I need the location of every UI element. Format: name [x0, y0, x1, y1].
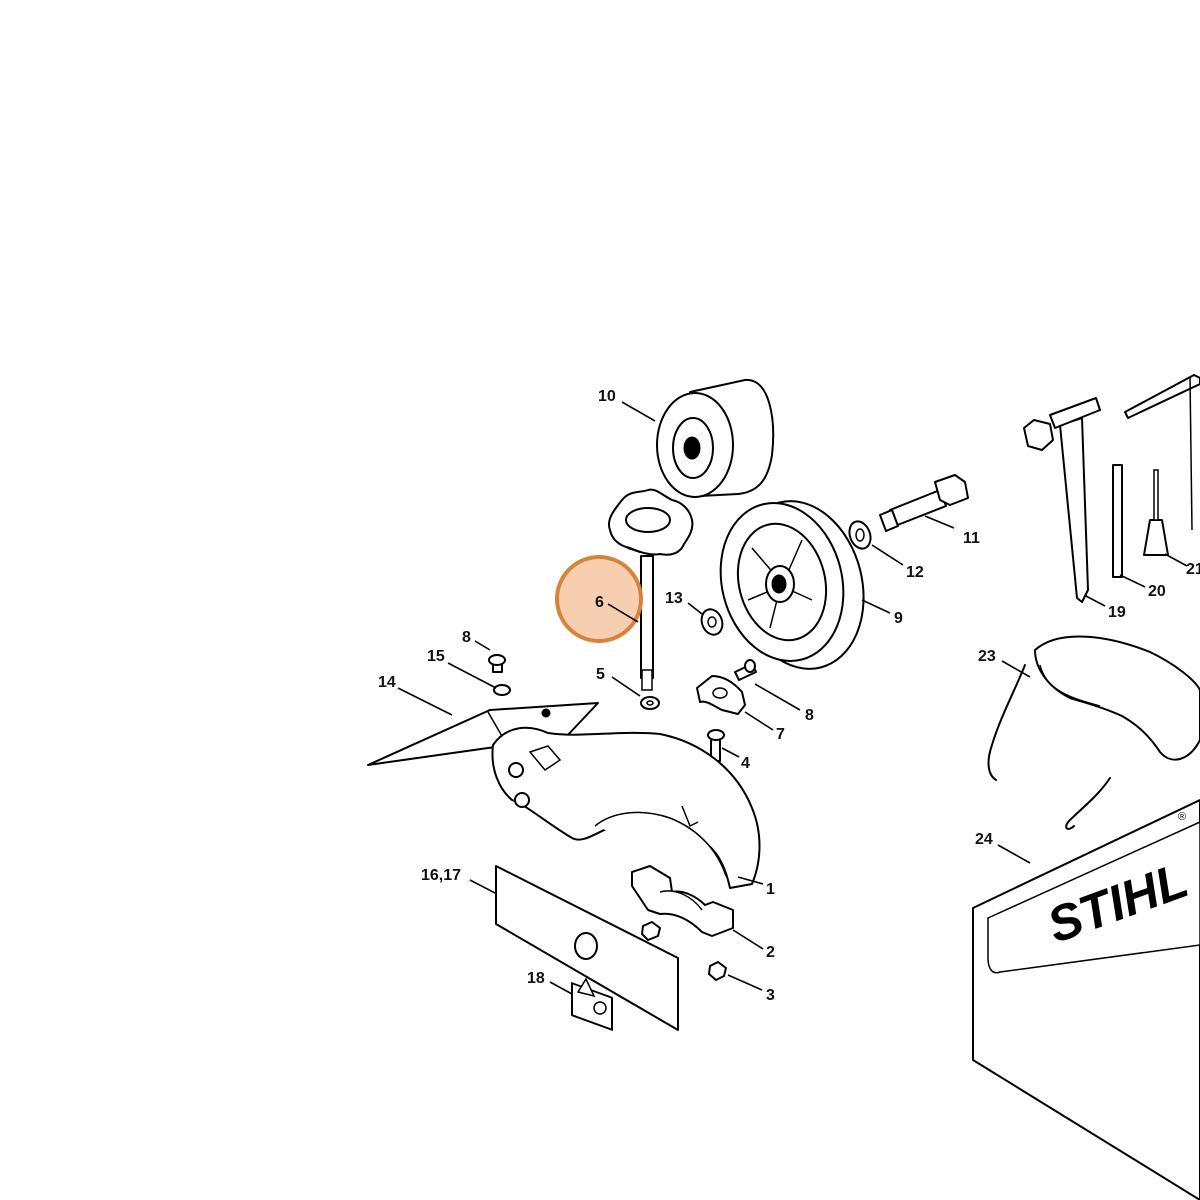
highlight-circle [555, 555, 643, 643]
washer-part [700, 608, 724, 636]
callout-15: 15 [427, 648, 445, 665]
carry-bag-part: STIHL ® [972, 799, 1200, 1200]
roller-part [656, 378, 775, 498]
star-knob-part [608, 488, 694, 691]
pin-part [1112, 464, 1123, 578]
nut-part [708, 961, 727, 981]
blade-guard-part [491, 726, 761, 889]
nut-part [641, 921, 661, 941]
callout-10: 10 [598, 388, 616, 405]
callout-14: 14 [378, 674, 396, 691]
screw-part [488, 654, 506, 673]
callout-5: 5 [596, 666, 605, 683]
callout-13: 13 [665, 590, 683, 607]
callout-20: 20 [1148, 583, 1166, 600]
callout-21: 21 [1186, 561, 1200, 578]
callout-8-left: 8 [462, 629, 471, 646]
clamp-block-part [631, 865, 734, 937]
callout-4: 4 [741, 755, 750, 772]
callout-6: 6 [595, 594, 604, 611]
wrench-part [1023, 397, 1101, 603]
callout-1: 1 [766, 881, 775, 898]
callout-7: 7 [776, 726, 785, 743]
callout-12: 12 [906, 564, 924, 581]
warning-label-part [571, 977, 613, 1031]
washer-part [493, 684, 511, 696]
callout-19: 19 [1108, 604, 1126, 621]
screw-part [734, 659, 757, 681]
callout-11: 11 [963, 530, 980, 547]
plate-part [495, 865, 679, 1031]
callout-3: 3 [766, 987, 775, 1004]
callout-9: 9 [894, 610, 903, 627]
callout-16-17: 16,17 [421, 867, 461, 884]
callout-8-right: 8 [805, 707, 814, 724]
wheel-part [719, 500, 865, 670]
leader-lines [397, 401, 1188, 995]
clamp-part [696, 675, 746, 715]
callout-18: 18 [527, 970, 545, 987]
registered-mark: ® [1178, 811, 1186, 823]
callout-24: 24 [975, 831, 993, 848]
safety-glasses-part [987, 635, 1200, 830]
nut-part [640, 696, 660, 710]
screwdriver-part [1143, 469, 1169, 556]
callout-23: 23 [978, 648, 996, 665]
allen-key-part [1124, 374, 1200, 531]
callout-2: 2 [766, 944, 775, 961]
bolt-part [879, 474, 969, 532]
callout-labels: 10 11 12 9 13 6 5 8 7 4 1 2 3 8 15 14 16… [378, 388, 1200, 1004]
washer-part [848, 520, 872, 550]
